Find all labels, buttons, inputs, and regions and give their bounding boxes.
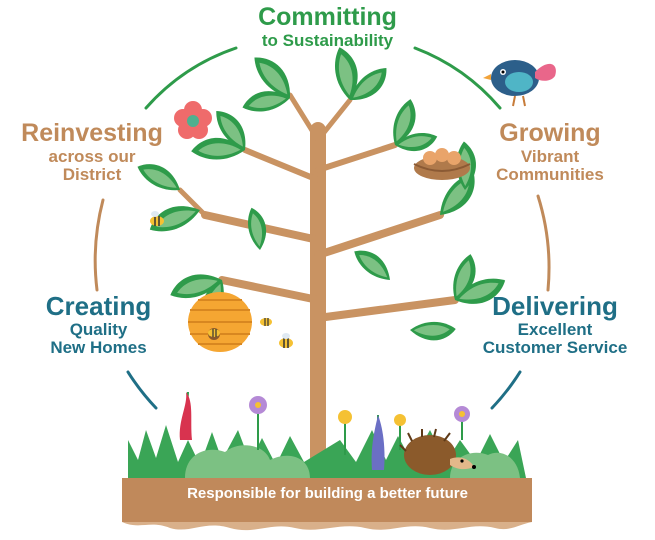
beehive-icon	[188, 292, 252, 352]
label-creating-sub2: New Homes	[50, 338, 147, 358]
label-committing-title: Committing	[258, 3, 397, 31]
hedgehog-icon	[399, 428, 476, 475]
label-growing-sub2: Communities	[496, 165, 604, 185]
label-delivering-sub2: Customer Service	[482, 338, 628, 358]
flower-icon	[174, 101, 212, 139]
cycle-arcs	[93, 46, 551, 410]
label-delivering: Delivering Excellent Customer Service	[455, 292, 655, 358]
soil-banner	[122, 478, 532, 531]
tree	[137, 47, 506, 473]
nest-icon	[413, 148, 471, 180]
label-reinvesting: Reinvesting across our District	[2, 119, 182, 185]
label-growing-title: Growing	[499, 119, 601, 147]
label-delivering-sub1: Excellent	[517, 319, 593, 339]
label-delivering-title: Delivering	[492, 291, 618, 321]
label-reinvesting-sub2: District	[62, 165, 122, 185]
label-growing: Growing Vibrant Communities	[455, 119, 645, 185]
label-committing-sub: to Sustainability	[261, 30, 394, 50]
banner-text: Responsible for building a better future	[187, 485, 468, 502]
label-reinvesting-title: Reinvesting	[21, 119, 163, 147]
label-committing: Committing to Sustainability	[200, 3, 455, 50]
bee-icon	[150, 211, 293, 348]
label-creating: Creating Quality New Homes	[16, 292, 181, 358]
label-creating-title: Creating	[45, 291, 152, 321]
label-creating-sub1: Quality	[69, 319, 128, 339]
bird-icon	[483, 60, 556, 107]
label-reinvesting-sub1: across our	[48, 146, 136, 166]
label-growing-sub1: Vibrant	[520, 146, 580, 166]
